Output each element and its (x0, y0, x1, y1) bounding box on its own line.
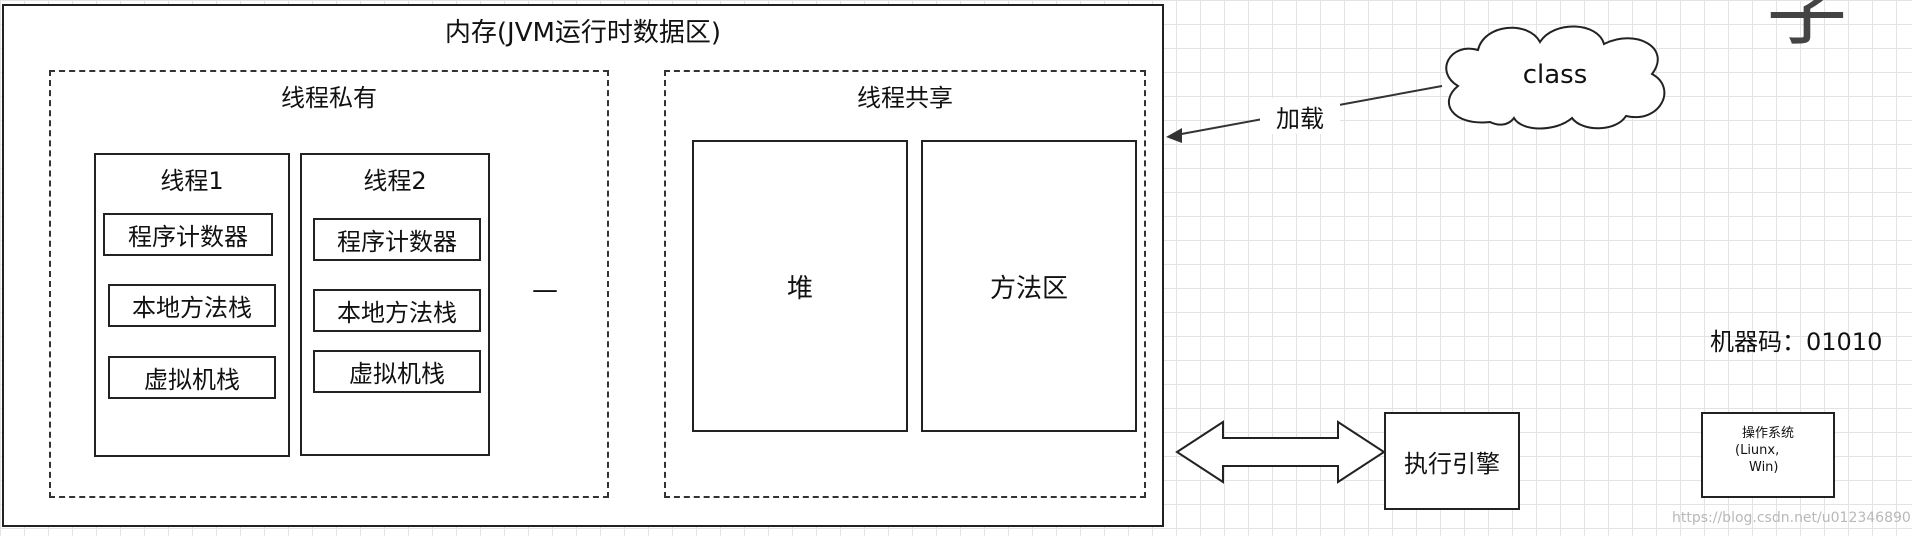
thread-2-title: 线程2 (363, 167, 427, 195)
load-arrow-head (1166, 128, 1182, 143)
thread-1-native-method-stack: 本地方法栈 (108, 284, 276, 327)
thread-1-program-counter: 程序计数器 (103, 213, 273, 256)
method-area-box: 方法区 (921, 140, 1137, 432)
thread-1-vm-stack: 虚拟机栈 (108, 356, 276, 399)
thread-shared-title: 线程共享 (857, 84, 953, 112)
heap-box: 堆 (692, 140, 908, 432)
watermark: https://blog.csdn.net/u012346890 (1672, 510, 1911, 526)
thread-private-title: 线程私有 (281, 84, 377, 112)
execution-engine-box: 执行引擎 (1384, 412, 1520, 510)
thread-2-program-counter: 程序计数器 (313, 218, 481, 261)
thread-private-region: 线程私有 (49, 70, 609, 498)
top-right-glyph: 字 (1765, 0, 1850, 57)
thread-shared-region: 线程共享 (664, 70, 1146, 498)
os-line-2: (Liunx, (1735, 442, 1780, 458)
thread-2-native-method-stack: 本地方法栈 (313, 289, 481, 332)
operating-system-box: 操作系统 (Liunx, Win) (1701, 412, 1835, 498)
thread-2-vm-stack: 虚拟机栈 (313, 350, 481, 393)
machine-code-label: 机器码：01010 (1710, 328, 1883, 356)
load-label: 加载 (1260, 98, 1340, 134)
class-cloud-label: class (1522, 60, 1588, 90)
class-cloud-shape (1445, 25, 1666, 130)
os-line-1: 操作系统 (1741, 426, 1794, 441)
thread-1-title: 线程1 (160, 167, 224, 195)
double-arrow (1175, 420, 1386, 484)
more-threads-ellipsis: — (532, 275, 558, 305)
os-line-3: Win) (1749, 459, 1779, 475)
jvm-memory-title: 内存(JVM运行时数据区) (444, 18, 722, 48)
